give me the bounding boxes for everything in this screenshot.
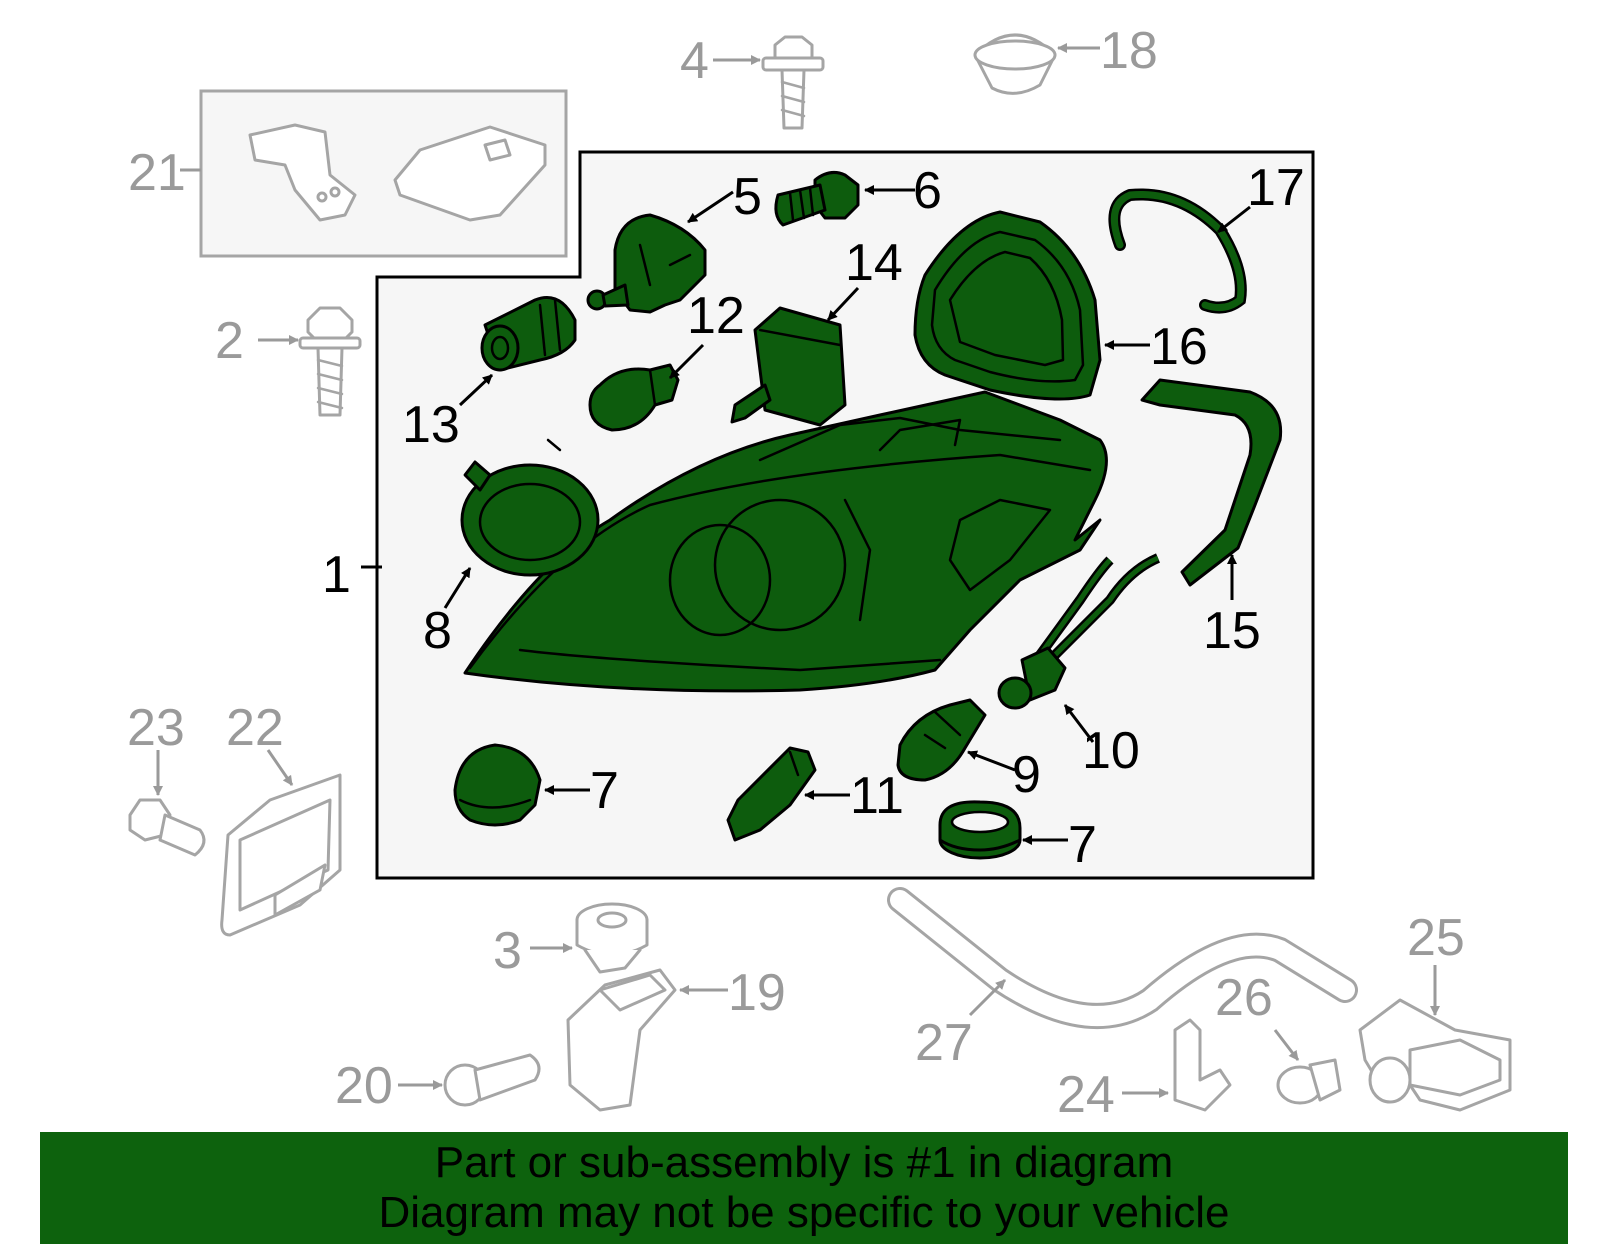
callout-13[interactable]: 13: [402, 396, 460, 454]
cover-16-part[interactable]: [913, 210, 1102, 401]
bracket-kit-part[interactable]: [248, 123, 547, 222]
callout-14[interactable]: 14: [845, 234, 903, 292]
callout-7b[interactable]: 7: [1068, 816, 1097, 874]
plug-18-part[interactable]: [973, 33, 1057, 95]
callout-9[interactable]: 9: [1012, 746, 1041, 804]
sensor-25-part[interactable]: [1358, 998, 1512, 1112]
bulb-11-part[interactable]: [726, 746, 817, 842]
socket-3-part[interactable]: [575, 902, 649, 974]
callout-16[interactable]: 16: [1150, 318, 1208, 376]
callout-19[interactable]: 19: [728, 964, 786, 1022]
seal-15-part[interactable]: [1140, 378, 1283, 587]
clip-26-part[interactable]: [1276, 1058, 1342, 1105]
bulb-9-part[interactable]: [896, 698, 987, 782]
callout-4[interactable]: 4: [680, 32, 709, 90]
bulb-14-part[interactable]: [730, 306, 847, 427]
bolt-2-part[interactable]: [298, 306, 362, 417]
callout-17[interactable]: 17: [1247, 159, 1305, 217]
callout-10[interactable]: 10: [1082, 722, 1140, 780]
callout-8[interactable]: 8: [423, 602, 452, 660]
callout-23[interactable]: 23: [127, 699, 185, 757]
tube-27-part[interactable]: [887, 887, 1358, 1029]
callout-27[interactable]: 27: [915, 1014, 973, 1072]
bolt-20-part[interactable]: [443, 1053, 541, 1107]
callout-22[interactable]: 22: [226, 699, 284, 757]
callout-labels: 1 2 3 4 5 6 7 7 8 9 10 11 12 13 14 15 16…: [127, 22, 1465, 1124]
callout-11[interactable]: 11: [850, 767, 904, 825]
banner-line-1: Part or sub-assembly is #1 in diagram: [434, 1138, 1174, 1187]
cap-7a-part[interactable]: [453, 743, 542, 827]
leader-lines: [153, 43, 1440, 1098]
callout-24[interactable]: 24: [1057, 1066, 1115, 1124]
callout-25[interactable]: 25: [1407, 909, 1465, 967]
callout-7a[interactable]: 7: [590, 762, 619, 820]
headlamp-assembly-part[interactable]: [463, 390, 1108, 693]
info-banner: Part or sub-assembly is #1 in diagram Di…: [40, 1132, 1568, 1244]
bulb-socket-5-part[interactable]: [586, 213, 707, 314]
callout-5[interactable]: 5: [733, 168, 762, 226]
callout-20[interactable]: 20: [335, 1057, 393, 1115]
bulb-12-part[interactable]: [588, 363, 680, 432]
callout-15[interactable]: 15: [1203, 602, 1261, 660]
harness-10-part[interactable]: [997, 553, 1161, 710]
bolt-4-part[interactable]: [761, 35, 825, 130]
callout-26[interactable]: 26: [1215, 969, 1273, 1027]
bolt-23-part[interactable]: [128, 798, 206, 857]
screw-6-part[interactable]: [774, 170, 860, 227]
banner-line-2: Diagram may not be specific to your vehi…: [378, 1188, 1230, 1237]
callout-18[interactable]: 18: [1100, 22, 1158, 80]
ballast-22-part[interactable]: [220, 773, 342, 937]
callout-3[interactable]: 3: [493, 922, 522, 980]
callout-1[interactable]: 1: [322, 546, 351, 604]
callout-12[interactable]: 12: [687, 287, 745, 345]
bracket-19-part[interactable]: [566, 968, 677, 1112]
grommet-7b-part[interactable]: [938, 800, 1022, 860]
clip-24-part[interactable]: [1173, 1018, 1232, 1112]
callout-21[interactable]: 21: [128, 144, 186, 202]
callout-6[interactable]: 6: [913, 162, 942, 220]
callout-2[interactable]: 2: [215, 312, 244, 370]
ring-8-part[interactable]: [460, 438, 600, 577]
socket-13-part[interactable]: [480, 296, 577, 372]
